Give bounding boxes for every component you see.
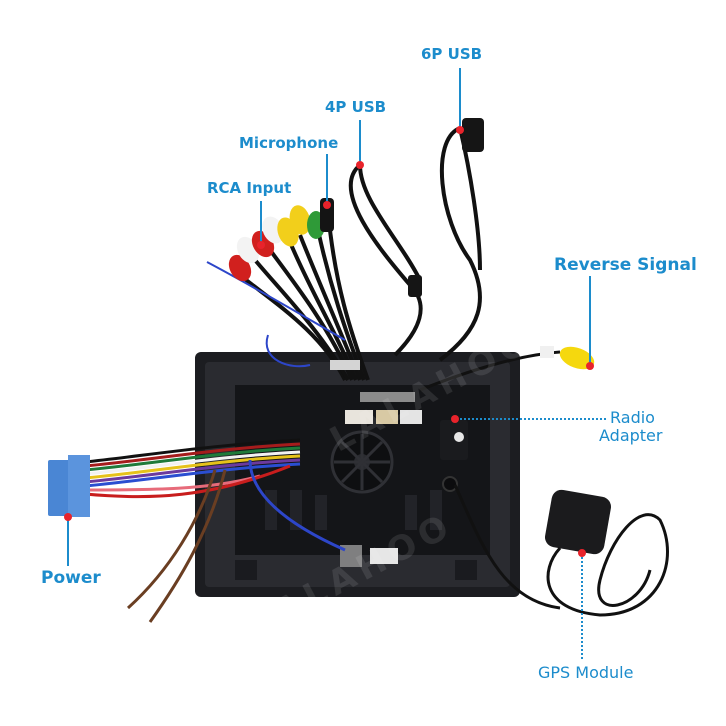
usb-cables	[348, 118, 484, 362]
callout-leaders	[67, 68, 608, 660]
gps-antenna	[453, 484, 669, 617]
label-4p-usb: 4P USB	[325, 98, 387, 116]
callout-markers	[64, 126, 594, 557]
rca-plugs	[228, 198, 334, 282]
marker-gps	[578, 549, 586, 557]
marker-radio	[451, 415, 459, 423]
usb4p-connector	[408, 275, 422, 297]
label-gps-module: GPS Module	[538, 663, 634, 682]
reverse-cable	[419, 346, 595, 392]
marker-usb6p	[456, 126, 464, 134]
label-microphone: Microphone	[239, 134, 339, 152]
marker-rca	[257, 241, 265, 249]
marker-usb4p	[356, 161, 364, 169]
connector-block	[345, 410, 373, 424]
usb6p-connector	[462, 118, 484, 152]
label-power: Power	[41, 568, 101, 588]
label-reverse-signal: Reverse Signal	[554, 255, 697, 275]
marker-reverse	[586, 362, 594, 370]
marker-microphone	[323, 201, 331, 209]
label-radio-adapter-line1: Radio	[610, 408, 655, 427]
head-unit	[195, 352, 520, 597]
label-radio-adapter-line2: Adapter	[599, 426, 663, 445]
rca-bundle	[206, 198, 370, 381]
marker-power	[64, 513, 72, 521]
power-harness	[48, 438, 346, 623]
label-rca-input: RCA Input	[207, 179, 292, 197]
label-6p-usb: 6P USB	[421, 45, 483, 63]
grey-connector	[340, 545, 362, 567]
